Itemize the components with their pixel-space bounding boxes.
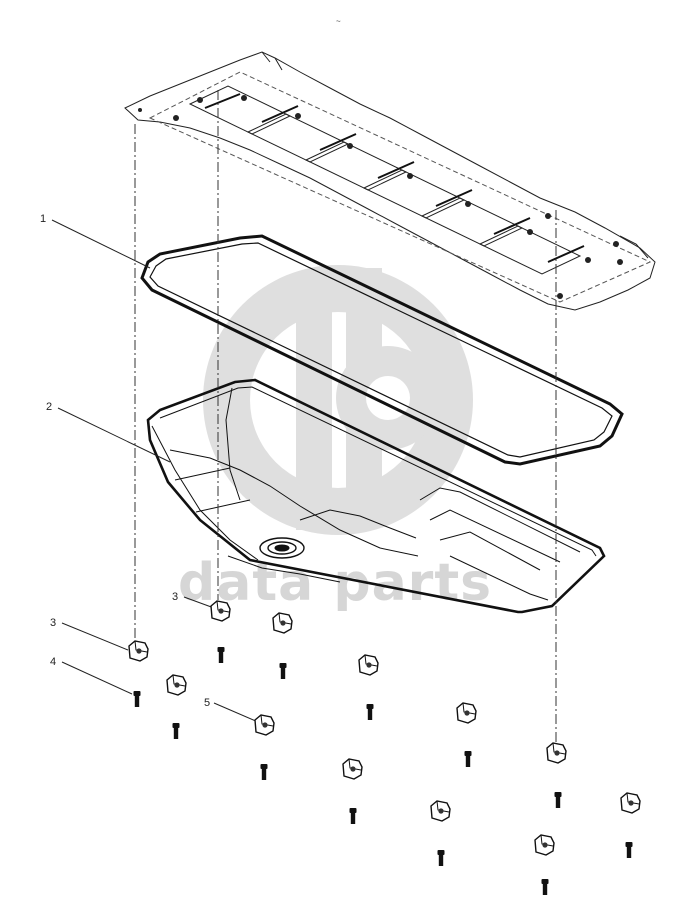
bolt xyxy=(260,764,268,780)
nut xyxy=(534,834,555,856)
nut xyxy=(128,640,149,662)
top-mark: ~ xyxy=(336,17,341,26)
callout-4: 4 xyxy=(50,656,56,668)
bolt xyxy=(437,850,445,866)
bolt xyxy=(554,792,562,808)
nut xyxy=(546,742,567,764)
nut xyxy=(456,702,477,724)
nut xyxy=(210,600,231,622)
dp-logo-icon xyxy=(203,265,473,535)
bolt xyxy=(217,647,225,663)
watermark: data parts xyxy=(178,265,492,613)
watermark-text: data parts xyxy=(178,553,492,613)
leader-lines xyxy=(51,219,259,723)
bolt xyxy=(349,808,357,824)
nut xyxy=(254,714,275,736)
oil-pan xyxy=(146,378,606,614)
hardware xyxy=(128,600,641,895)
nut xyxy=(342,758,363,780)
nut xyxy=(430,800,451,822)
callout-5: 5 xyxy=(204,697,210,709)
callout-2: 2 xyxy=(46,401,52,413)
nut xyxy=(166,674,187,696)
drain-plug-icon xyxy=(259,537,305,559)
nut xyxy=(272,612,293,634)
bolt xyxy=(541,879,549,895)
callouts: 1 2 3 3 4 5 xyxy=(40,213,210,709)
bolt xyxy=(625,842,633,858)
alignment-lines xyxy=(134,90,557,748)
bolt xyxy=(366,704,374,720)
bolt xyxy=(172,723,180,739)
callout-1: 1 xyxy=(40,213,46,225)
nut xyxy=(358,654,379,676)
callout-3a: 3 xyxy=(172,591,178,603)
bolt xyxy=(279,663,287,679)
bolt xyxy=(133,691,141,707)
engine-block xyxy=(124,51,656,311)
callout-3b: 3 xyxy=(50,617,56,629)
nut xyxy=(620,792,641,814)
bolt xyxy=(464,751,472,767)
gasket xyxy=(140,234,624,466)
